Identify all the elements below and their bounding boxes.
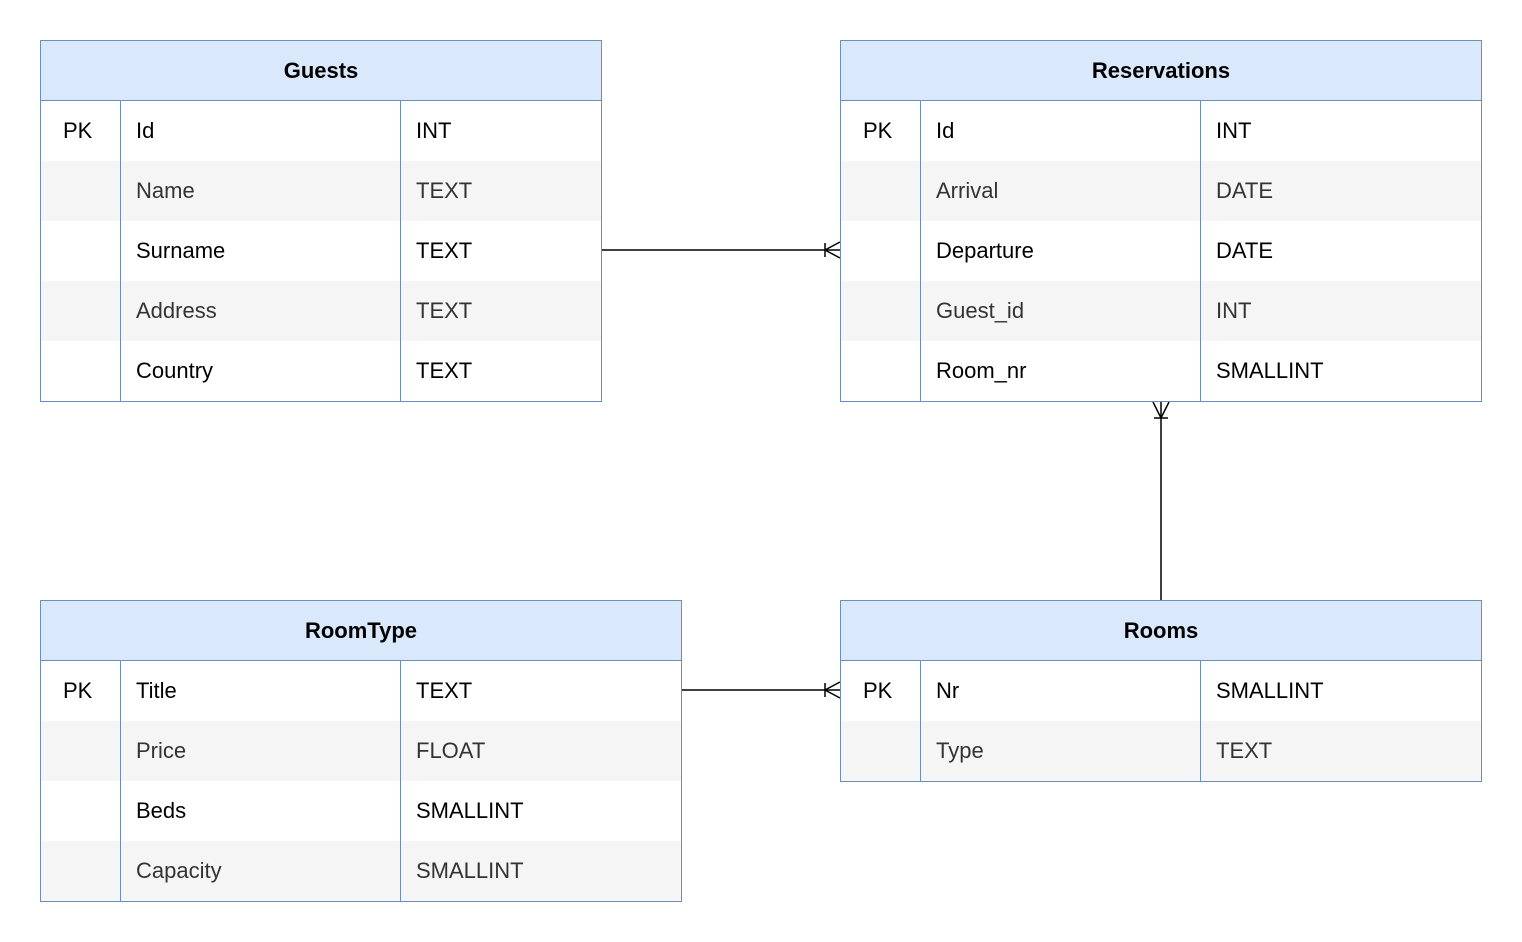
field-type: TEXT bbox=[416, 358, 473, 383]
relationship-rooms-reservations[interactable] bbox=[1152, 401, 1170, 600]
column-divider bbox=[400, 661, 401, 901]
field-name: Surname bbox=[136, 238, 226, 263]
table-title: Reservations bbox=[841, 41, 1481, 101]
key-cell: PK bbox=[63, 118, 93, 143]
field-name: Id bbox=[136, 118, 155, 143]
field-type: SMALLINT bbox=[416, 858, 524, 883]
table-row: Name TEXT bbox=[41, 161, 601, 221]
field-name: Type bbox=[936, 738, 984, 763]
field-type: INT bbox=[416, 118, 452, 143]
table-row: Beds SMALLINT bbox=[41, 781, 681, 841]
table-row: PK Nr SMALLINT bbox=[841, 661, 1481, 721]
column-divider bbox=[400, 101, 401, 401]
field-type: TEXT bbox=[416, 298, 473, 323]
field-name: Room_nr bbox=[936, 358, 1027, 383]
key-cell: PK bbox=[63, 678, 93, 703]
table-row: Capacity SMALLINT bbox=[41, 841, 681, 901]
relationship-guests-reservations[interactable] bbox=[601, 241, 841, 259]
field-name: Departure bbox=[936, 238, 1034, 263]
key-cell: PK bbox=[863, 678, 893, 703]
table-row: Room_nr SMALLINT bbox=[841, 341, 1481, 401]
table-rooms[interactable]: Rooms PK Nr SMALLINT Type TEXT bbox=[840, 600, 1482, 782]
table-row: PK Id INT bbox=[841, 101, 1481, 161]
table-roomtype[interactable]: RoomType PK Title TEXT Price FLOAT Beds … bbox=[40, 600, 682, 902]
column-divider bbox=[920, 661, 921, 781]
field-type: TEXT bbox=[1216, 738, 1273, 763]
field-type: SMALLINT bbox=[1216, 358, 1324, 383]
field-name: Id bbox=[936, 118, 955, 143]
table-row: Country TEXT bbox=[41, 341, 601, 401]
table-row: PK Id INT bbox=[41, 101, 601, 161]
column-divider bbox=[920, 101, 921, 401]
table-reservations[interactable]: Reservations PK Id INT Arrival DATE Depa… bbox=[840, 40, 1482, 402]
column-divider bbox=[1200, 101, 1201, 401]
table-title: Guests bbox=[41, 41, 601, 101]
field-name: Guest_id bbox=[936, 298, 1025, 323]
column-divider bbox=[1200, 661, 1201, 781]
table-row: Arrival DATE bbox=[841, 161, 1481, 221]
key-cell: PK bbox=[863, 118, 893, 143]
table-row: PK Title TEXT bbox=[41, 661, 681, 721]
field-name: Nr bbox=[936, 678, 960, 703]
field-name: Name bbox=[136, 178, 195, 203]
field-type: FLOAT bbox=[416, 738, 486, 763]
table-row: Guest_id INT bbox=[841, 281, 1481, 341]
field-name: Arrival bbox=[936, 178, 999, 203]
table-title: RoomType bbox=[41, 601, 681, 661]
relationship-roomtype-rooms[interactable] bbox=[681, 681, 841, 699]
column-divider bbox=[120, 661, 121, 901]
table-row: Surname TEXT bbox=[41, 221, 601, 281]
table-row: Price FLOAT bbox=[41, 721, 681, 781]
field-name: Title bbox=[136, 678, 177, 703]
table-title: Rooms bbox=[841, 601, 1481, 661]
field-type: TEXT bbox=[416, 178, 473, 203]
table-row: Departure DATE bbox=[841, 221, 1481, 281]
field-name: Country bbox=[136, 358, 214, 383]
field-type: DATE bbox=[1216, 178, 1274, 203]
table-row: Type TEXT bbox=[841, 721, 1481, 781]
field-type: INT bbox=[1216, 118, 1252, 143]
table-row: Address TEXT bbox=[41, 281, 601, 341]
field-name: Capacity bbox=[136, 858, 222, 883]
column-divider bbox=[120, 101, 121, 401]
field-type: TEXT bbox=[416, 678, 473, 703]
field-name: Beds bbox=[136, 798, 187, 823]
field-type: SMALLINT bbox=[1216, 678, 1324, 703]
field-type: DATE bbox=[1216, 238, 1274, 263]
field-type: SMALLINT bbox=[416, 798, 524, 823]
field-name: Price bbox=[136, 738, 187, 763]
table-guests[interactable]: Guests PK Id INT Name TEXT Surname TEXT … bbox=[40, 40, 602, 402]
field-type: INT bbox=[1216, 298, 1252, 323]
field-name: Address bbox=[136, 298, 217, 323]
field-type: TEXT bbox=[416, 238, 473, 263]
